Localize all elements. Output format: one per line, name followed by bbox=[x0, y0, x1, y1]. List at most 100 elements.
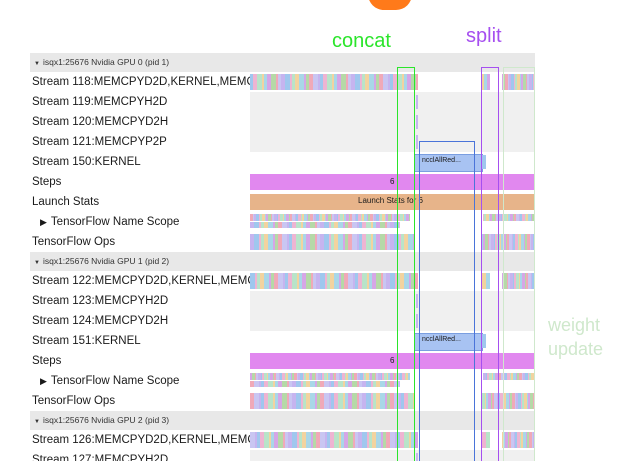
kernel-event[interactable] bbox=[416, 74, 418, 90]
scope-event[interactable] bbox=[380, 381, 385, 387]
scope-event[interactable] bbox=[386, 214, 388, 221]
scope-event[interactable] bbox=[352, 222, 357, 228]
kernel-event[interactable] bbox=[482, 334, 486, 348]
scope-event[interactable] bbox=[301, 381, 303, 387]
op-event[interactable] bbox=[366, 234, 371, 250]
kernel-event[interactable] bbox=[264, 432, 269, 448]
scope-event[interactable] bbox=[487, 373, 489, 380]
scope-event[interactable] bbox=[363, 373, 364, 380]
scope-event[interactable] bbox=[392, 214, 394, 221]
scope-event[interactable] bbox=[384, 373, 387, 380]
op-event[interactable] bbox=[483, 234, 485, 250]
op-event[interactable] bbox=[278, 393, 282, 409]
scope-event[interactable] bbox=[359, 381, 362, 387]
scope-event[interactable] bbox=[331, 222, 334, 228]
scope-event[interactable] bbox=[296, 222, 301, 228]
scope-event[interactable] bbox=[522, 214, 525, 221]
scope-event[interactable] bbox=[376, 214, 379, 221]
scope-event[interactable] bbox=[317, 222, 320, 228]
op-event[interactable] bbox=[315, 393, 317, 409]
kernel-event[interactable] bbox=[339, 273, 341, 289]
op-event[interactable] bbox=[329, 234, 331, 250]
kernel-event[interactable] bbox=[285, 74, 290, 90]
op-event[interactable] bbox=[401, 393, 404, 409]
op-event[interactable] bbox=[268, 234, 273, 250]
op-event[interactable] bbox=[380, 393, 385, 409]
kernel-event[interactable] bbox=[390, 432, 395, 448]
scope-event[interactable] bbox=[522, 373, 523, 380]
scope-event[interactable] bbox=[378, 373, 381, 380]
scope-event[interactable] bbox=[511, 373, 513, 380]
scope-event[interactable] bbox=[316, 214, 319, 221]
scope-event[interactable] bbox=[287, 222, 289, 228]
kernel-event[interactable] bbox=[504, 273, 507, 289]
scope-event[interactable] bbox=[532, 214, 534, 221]
kernel-event[interactable] bbox=[520, 432, 521, 448]
scope-event[interactable] bbox=[385, 214, 386, 221]
scope-event[interactable] bbox=[317, 381, 320, 387]
scope-event[interactable] bbox=[391, 214, 392, 221]
kernel-event[interactable] bbox=[327, 273, 330, 289]
scope-event[interactable] bbox=[404, 214, 406, 221]
op-event[interactable] bbox=[357, 393, 359, 409]
scope-event[interactable] bbox=[351, 373, 352, 380]
kernel-event[interactable] bbox=[531, 273, 532, 289]
scope-event[interactable] bbox=[529, 373, 531, 380]
scope-event[interactable] bbox=[399, 373, 400, 380]
scope-event[interactable] bbox=[275, 222, 278, 228]
op-event[interactable] bbox=[404, 393, 408, 409]
op-event[interactable] bbox=[509, 234, 512, 250]
op-event[interactable] bbox=[492, 393, 494, 409]
op-event[interactable] bbox=[264, 393, 268, 409]
kernel-event[interactable] bbox=[383, 432, 386, 448]
scope-event[interactable] bbox=[388, 214, 391, 221]
op-event[interactable] bbox=[357, 234, 359, 250]
scope-event[interactable] bbox=[292, 222, 296, 228]
op-event[interactable] bbox=[359, 393, 362, 409]
kernel-event[interactable] bbox=[334, 74, 337, 90]
kernel-event[interactable] bbox=[355, 432, 358, 448]
scope-event[interactable] bbox=[268, 222, 273, 228]
scope-event[interactable] bbox=[399, 222, 400, 228]
kernel-event[interactable] bbox=[520, 273, 522, 289]
op-event[interactable] bbox=[310, 393, 315, 409]
scope-event[interactable] bbox=[510, 214, 513, 221]
scope-event[interactable] bbox=[394, 381, 399, 387]
scope-event[interactable] bbox=[531, 373, 534, 380]
kernel-event[interactable] bbox=[502, 74, 503, 90]
kernel-event[interactable] bbox=[487, 74, 490, 90]
kernel-event[interactable] bbox=[278, 432, 283, 448]
scope-event[interactable] bbox=[486, 373, 487, 380]
scope-event[interactable] bbox=[525, 373, 528, 380]
scope-event[interactable] bbox=[314, 214, 316, 221]
kernel-event[interactable] bbox=[527, 74, 529, 90]
scope-event[interactable] bbox=[298, 373, 300, 380]
scope-event[interactable] bbox=[520, 214, 522, 221]
op-event[interactable] bbox=[352, 393, 357, 409]
scope-event[interactable] bbox=[385, 381, 387, 387]
kernel-event[interactable] bbox=[316, 432, 320, 448]
op-event[interactable] bbox=[482, 393, 485, 409]
kernel-event[interactable] bbox=[411, 74, 416, 90]
kernel-event[interactable] bbox=[516, 273, 519, 289]
op-event[interactable] bbox=[250, 393, 254, 409]
kernel-event[interactable] bbox=[292, 273, 297, 289]
kernel-event[interactable] bbox=[532, 74, 533, 90]
op-event[interactable] bbox=[506, 393, 509, 409]
kernel-event[interactable] bbox=[513, 273, 514, 289]
scope-event[interactable] bbox=[310, 222, 315, 228]
scope-event[interactable] bbox=[303, 222, 306, 228]
op-event[interactable] bbox=[497, 393, 498, 409]
op-event[interactable] bbox=[320, 234, 324, 250]
op-event[interactable] bbox=[362, 234, 366, 250]
op-event[interactable] bbox=[261, 234, 264, 250]
kernel-event[interactable] bbox=[278, 74, 281, 90]
scope-event[interactable] bbox=[385, 222, 387, 228]
scope-event[interactable] bbox=[283, 214, 284, 221]
kernel-event[interactable] bbox=[299, 74, 304, 90]
scope-event[interactable] bbox=[370, 373, 372, 380]
kernel-event[interactable] bbox=[334, 273, 339, 289]
kernel-event[interactable] bbox=[344, 273, 348, 289]
scope-event[interactable] bbox=[400, 373, 402, 380]
op-event[interactable] bbox=[345, 234, 348, 250]
